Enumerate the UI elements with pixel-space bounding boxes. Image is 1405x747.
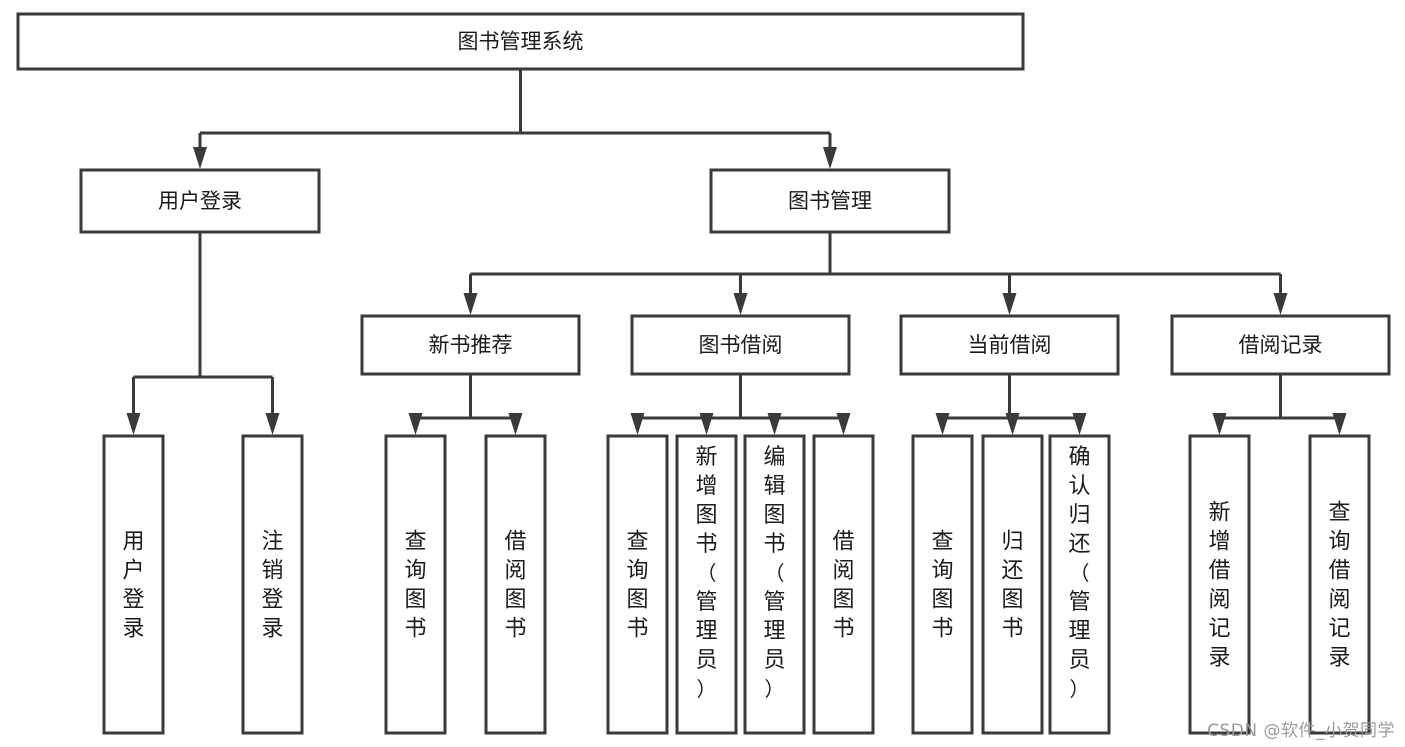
node-level2-1[interactable]: 图书借阅 [630,314,851,376]
node-label: 图书管理系统 [458,30,584,54]
arrow-head-icon [126,413,141,435]
node-label: 新书推荐 [429,333,513,357]
csdn-watermark: CSDN @软件_小贺同学 [1207,721,1395,741]
arrow-head-icon [1072,413,1087,435]
arrow-head-icon [1273,293,1288,315]
node-label: 图书借阅 [699,333,783,357]
node-label: 归还图书 [1001,530,1023,642]
node-leaf-6[interactable]: 编辑图书（管理员） [743,434,806,735]
node-label: 确认归还（管理员） [1068,445,1090,701]
node-label: 当前借阅 [968,333,1052,357]
arrow-head-icon [1005,413,1020,435]
node-label: 新增借阅记录 [1208,501,1230,671]
arrow-head-icon [733,293,748,315]
arrow-head-icon [265,413,280,435]
node-label: 借阅图书 [832,530,854,642]
node-label: 用户登录 [122,530,144,642]
node-root-图书管理系统[interactable]: 图书管理系统 [16,12,1025,71]
node-label: 图书管理 [788,189,872,213]
arrow-head-icon [823,147,837,169]
node-leaf-10[interactable]: 确认归还（管理员） [1048,434,1111,735]
arrow-head-icon [836,413,851,435]
arrow-head-icon [508,413,523,435]
node-leaf-5[interactable]: 新增图书（管理员） [675,434,738,735]
node-label: 新增图书（管理员） [695,445,717,701]
node-label: 查询图书 [404,530,426,642]
node-label: 借阅图书 [504,530,526,642]
node-leaf-2[interactable]: 查询图书 [384,434,447,735]
node-leaf-11[interactable]: 新增借阅记录 [1188,434,1251,735]
node-leaf-12[interactable]: 查询借阅记录 [1308,434,1371,735]
node-level2-0[interactable]: 新书推荐 [360,314,581,376]
node-label: 借阅记录 [1239,333,1323,357]
node-leaf-8[interactable]: 查询图书 [911,434,974,735]
arrow-head-icon [463,293,478,315]
arrow-head-icon [630,413,645,435]
arrow-head-icon [935,413,950,435]
node-label: 注销登录 [261,530,283,642]
node-level1-1[interactable]: 图书管理 [709,168,951,234]
node-level2-3[interactable]: 借阅记录 [1170,314,1391,376]
node-label: 查询图书 [626,530,648,642]
node-level1-0[interactable]: 用户登录 [79,168,321,234]
node-label: 用户登录 [158,189,242,213]
node-label: 编辑图书（管理员） [763,445,785,701]
arrow-head-icon [193,147,207,169]
node-leaf-7[interactable]: 借阅图书 [812,434,875,735]
node-label: 查询借阅记录 [1328,501,1350,671]
arrow-head-icon [1002,293,1017,315]
arrow-head-icon [408,413,423,435]
node-leaf-0[interactable]: 用户登录 [102,434,165,735]
node-leaf-9[interactable]: 归还图书 [981,434,1044,735]
arrow-head-icon [1212,413,1227,435]
node-label: 查询图书 [931,530,953,642]
diagram-nodes: 图书管理系统用户登录图书管理新书推荐图书借阅当前借阅借阅记录用户登录注销登录查询… [16,12,1391,735]
arrow-head-icon [699,413,714,435]
node-leaf-1[interactable]: 注销登录 [241,434,304,735]
node-leaf-3[interactable]: 借阅图书 [484,434,547,735]
connector-edges [126,69,1347,435]
arrow-head-icon [1332,413,1347,435]
arrow-head-icon [767,413,782,435]
node-leaf-4[interactable]: 查询图书 [606,434,669,735]
node-level2-2[interactable]: 当前借阅 [899,314,1120,376]
